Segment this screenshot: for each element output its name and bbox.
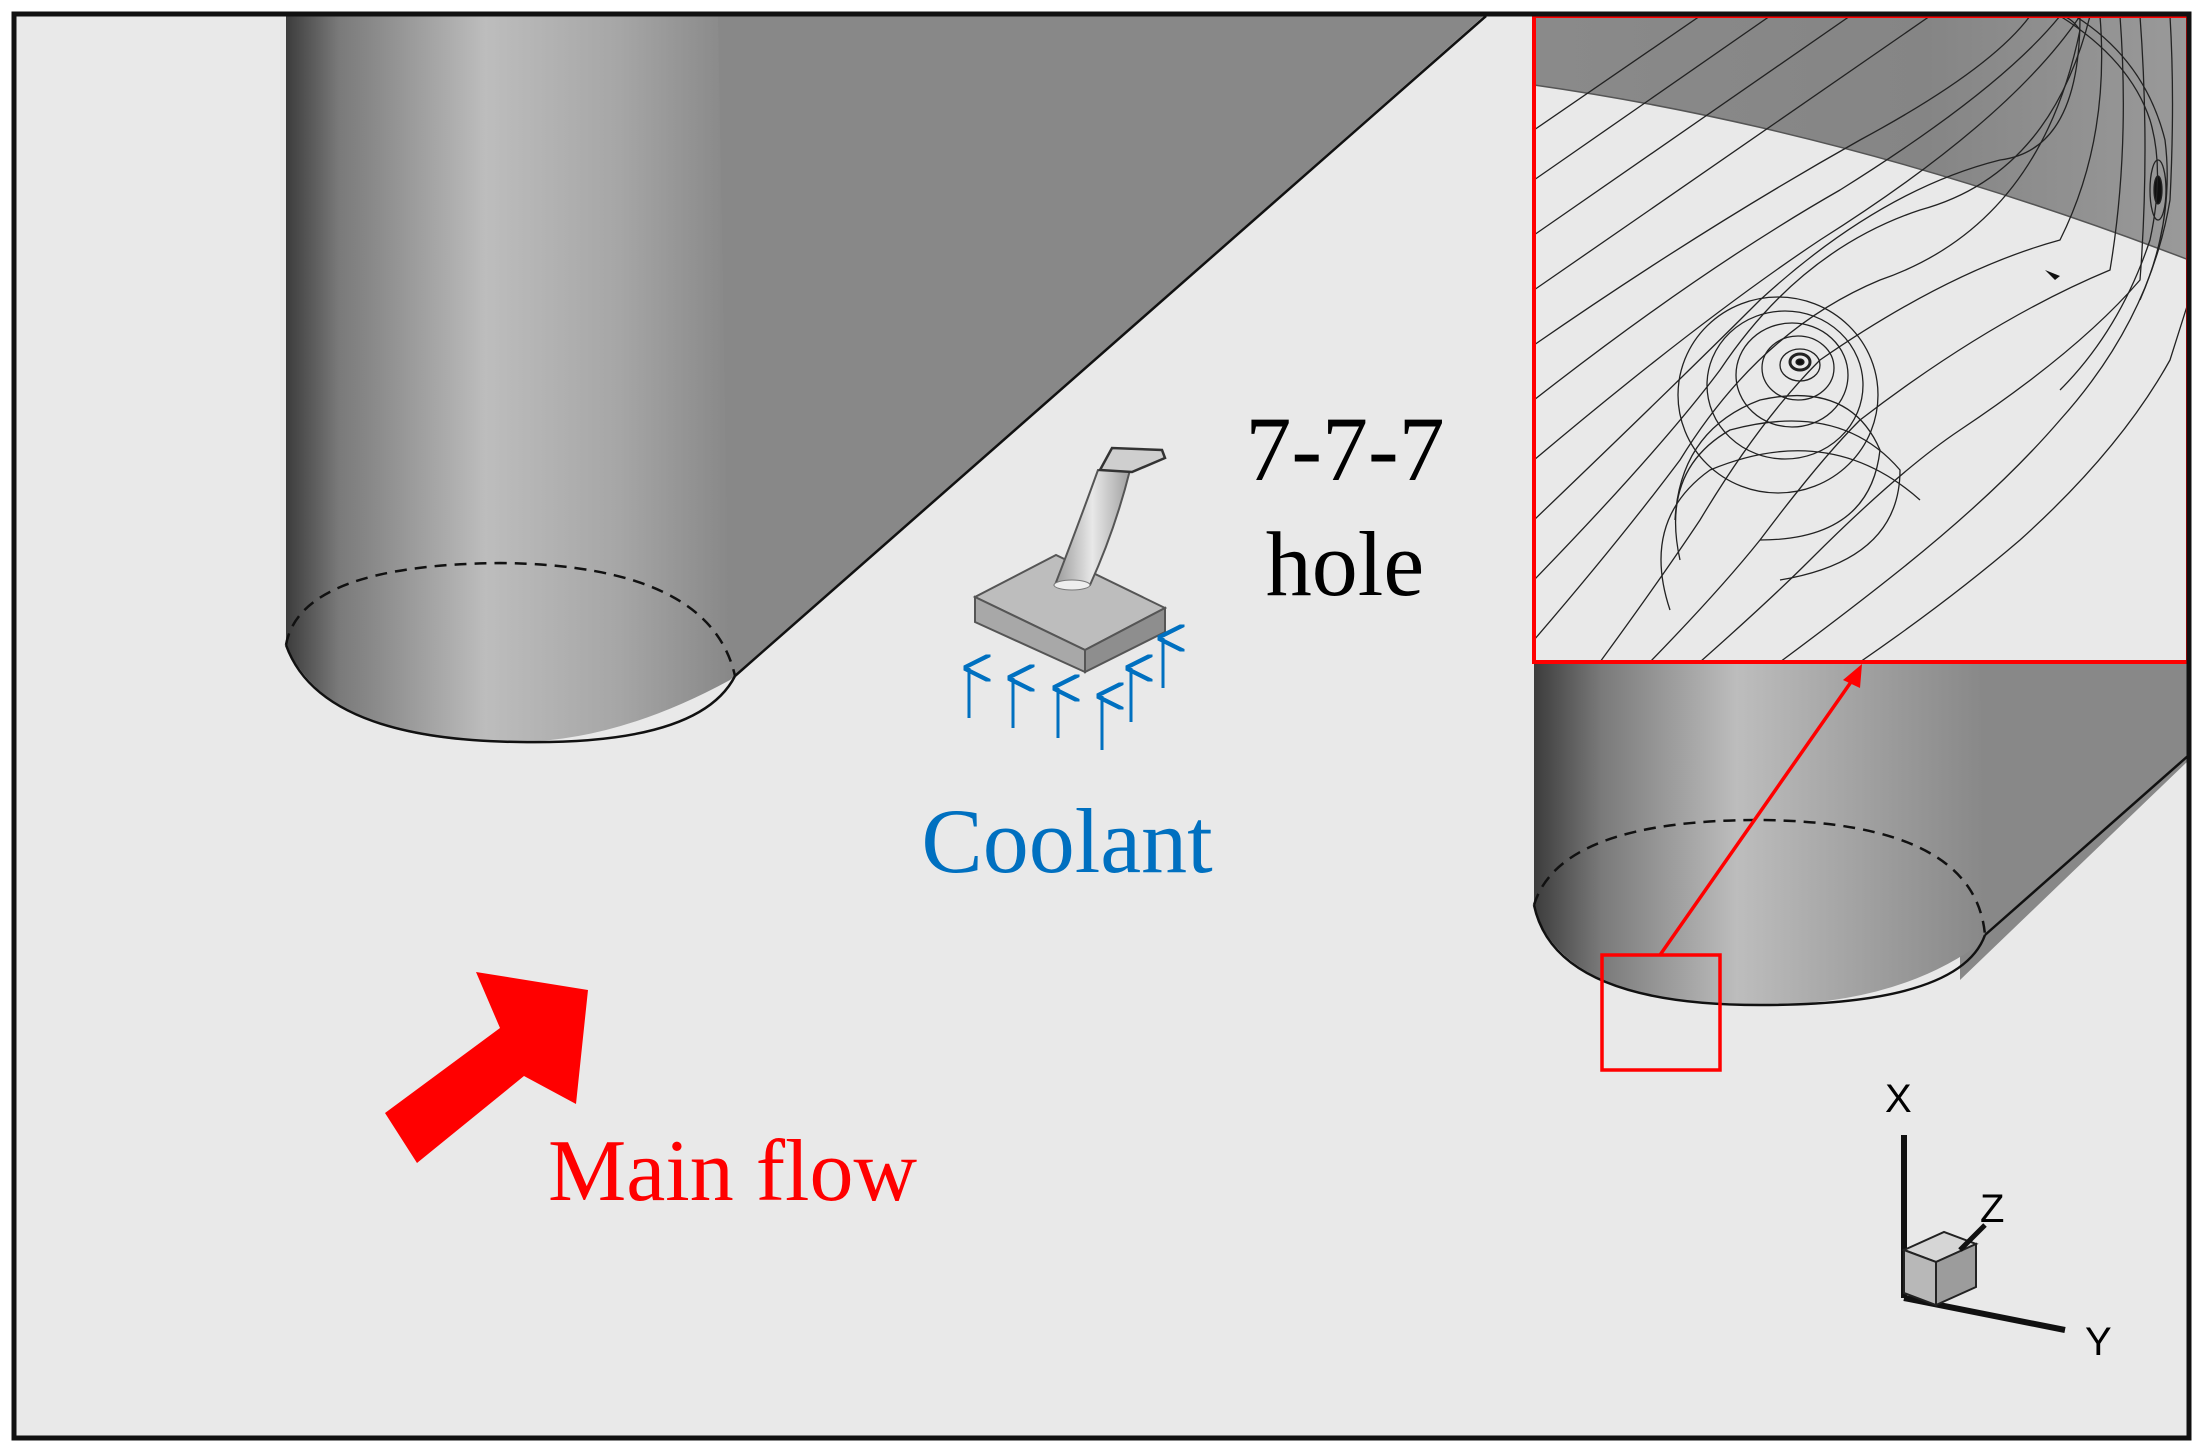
cube-icon xyxy=(1901,1230,1979,1307)
zoom-connector-line xyxy=(1658,670,1860,957)
hole-label-line2: hole xyxy=(1266,513,1424,615)
figure-border xyxy=(11,11,2192,1441)
zoom-connector-arrowhead xyxy=(1843,664,1862,688)
axis-z-label: Z xyxy=(1980,1187,2004,1231)
left-pin-fin xyxy=(284,14,1487,744)
vortex-core xyxy=(1660,296,1921,611)
axis-y-label: Y xyxy=(2085,1320,2112,1364)
coolant-label: Coolant xyxy=(921,790,1213,892)
main-flow-label: Main flow xyxy=(548,1123,918,1220)
streamline-inset xyxy=(1532,14,2190,664)
film-cooling-hole-sketch xyxy=(972,446,1168,674)
axis-triad: X Z Y xyxy=(1885,1077,2112,1364)
hole-label-line1: 7-7-7 xyxy=(1245,398,1444,500)
streamlines xyxy=(1534,16,2188,662)
arrow-up-right-icon xyxy=(385,972,588,1163)
corner-vortex xyxy=(2059,16,2168,391)
axis-x-label: X xyxy=(1885,1077,1912,1121)
coolant-arrows xyxy=(969,638,1163,750)
right-pin-fin xyxy=(1532,662,2190,1007)
